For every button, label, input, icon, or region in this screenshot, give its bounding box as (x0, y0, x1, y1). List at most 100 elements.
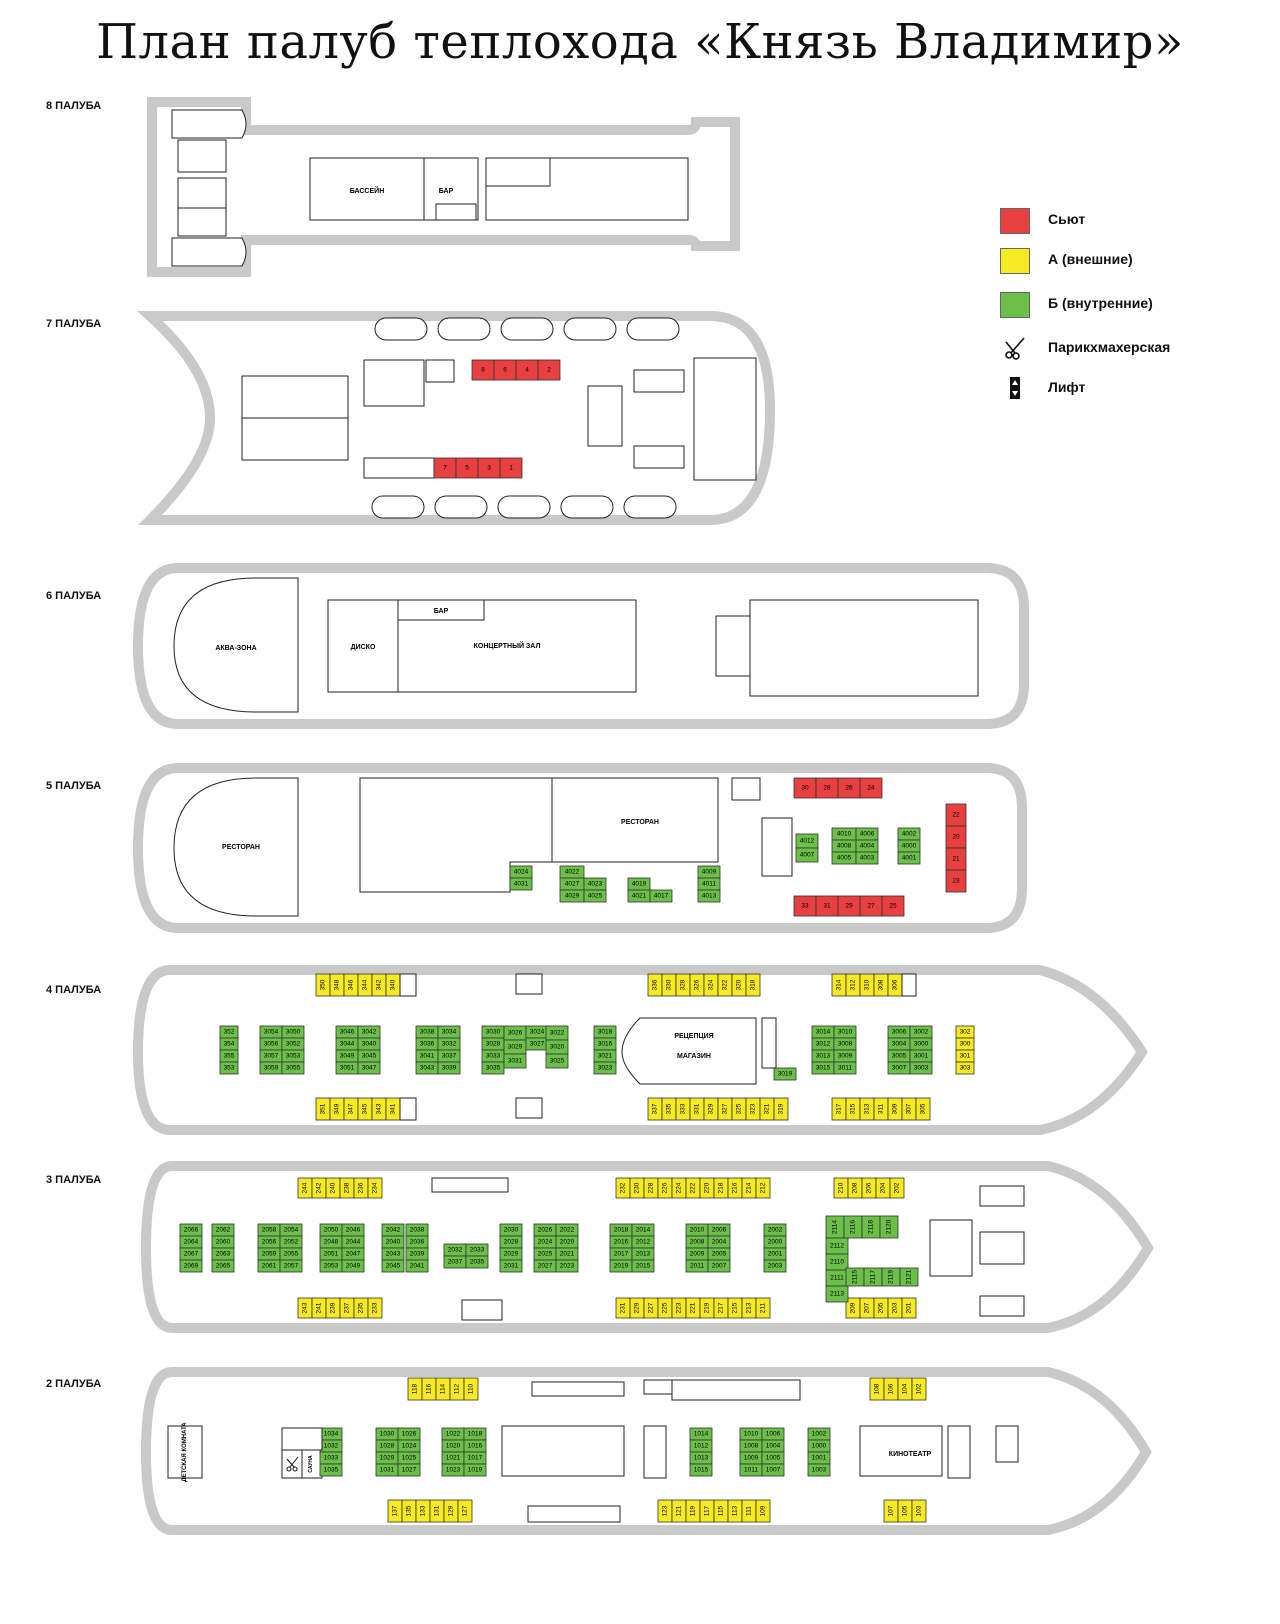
cabin-number: 114 (440, 1383, 447, 1394)
cabin[interactable] (859, 777, 883, 799)
cabin[interactable] (889, 1177, 905, 1199)
cabin[interactable] (901, 1297, 917, 1319)
deck-room (671, 1379, 801, 1401)
cabin[interactable] (593, 1061, 617, 1075)
cabin[interactable] (397, 1463, 421, 1477)
cabin[interactable] (405, 1259, 429, 1273)
cabin-number: 2114 (832, 1220, 839, 1234)
cabin-number: 3021 (598, 1053, 613, 1060)
cabin-number: 237 (344, 1302, 351, 1313)
deck-6-label: 6 ПАЛУБА (46, 590, 102, 602)
cabin[interactable] (367, 1177, 383, 1199)
cabin[interactable] (773, 1067, 797, 1081)
cabin-number: 3053 (286, 1053, 301, 1060)
cabin-number: 107 (888, 1505, 895, 1516)
cabin-number: 326 (694, 979, 701, 990)
cabin[interactable] (879, 1215, 899, 1239)
cabin[interactable] (631, 1259, 655, 1273)
cabin-number: 315 (850, 1103, 857, 1114)
cabin-number: 2115 (852, 1270, 859, 1284)
cabin[interactable] (219, 1061, 239, 1075)
cabin[interactable] (855, 851, 879, 865)
deck-room (399, 973, 417, 997)
cabin[interactable] (179, 1259, 203, 1273)
cabin[interactable] (915, 1097, 931, 1121)
cabin-number: 3014 (816, 1029, 831, 1036)
cabin[interactable] (537, 359, 561, 381)
cabin-number: 3004 (892, 1041, 907, 1048)
cabin[interactable] (649, 889, 673, 903)
cabin[interactable] (761, 1463, 785, 1477)
cabin[interactable] (833, 1061, 857, 1075)
cabin-number: 1017 (468, 1455, 483, 1462)
cabin[interactable] (457, 1499, 473, 1523)
cabin[interactable] (463, 1463, 487, 1477)
cabin[interactable] (755, 1177, 771, 1199)
cabin-number: 24 (867, 785, 875, 792)
cabin[interactable] (281, 1061, 305, 1075)
cabin[interactable] (357, 1061, 381, 1075)
cabin[interactable] (499, 1259, 523, 1273)
cabin[interactable] (689, 1463, 713, 1477)
cabin[interactable] (909, 1061, 933, 1075)
legend: Сьют А (внешние) Б (внутренние) Парикхма… (1000, 208, 1260, 416)
cabin-number: 216 (732, 1182, 739, 1193)
legend-item-suite: Сьют (1000, 208, 1260, 248)
cabin[interactable] (367, 1297, 383, 1319)
deck-8-plan: БАССЕЙН БАР (147, 97, 740, 277)
cabin[interactable] (899, 1267, 919, 1287)
cabin-number: 102 (916, 1383, 923, 1394)
cabin-number: 217 (718, 1302, 725, 1313)
cabin[interactable] (545, 1053, 569, 1069)
cabin-number: 106 (888, 1383, 895, 1394)
cabin-number: 2031 (504, 1263, 519, 1270)
cabin[interactable] (825, 1285, 849, 1303)
cabin-number: 3042 (362, 1029, 377, 1036)
cabin-number: 20 (952, 834, 960, 841)
cabin[interactable] (341, 1259, 365, 1273)
cabin[interactable] (583, 889, 607, 903)
cabin[interactable] (755, 1499, 771, 1523)
cabin-number: 3043 (420, 1065, 435, 1072)
cabin[interactable] (807, 1463, 831, 1477)
cabin-number: 2022 (560, 1227, 575, 1234)
cabin[interactable] (509, 877, 533, 891)
cabin[interactable] (437, 1061, 461, 1075)
cabin-number: 219 (704, 1302, 711, 1313)
cabin[interactable] (955, 1061, 975, 1075)
cabin-number: 208 (852, 1182, 859, 1193)
cabin[interactable] (279, 1259, 303, 1273)
cabin-number: 308 (878, 979, 885, 990)
cabin[interactable] (773, 1097, 789, 1121)
cabin-number: 3005 (892, 1053, 907, 1060)
cabin[interactable] (381, 1259, 405, 1273)
pool-room (309, 157, 425, 221)
cabin[interactable] (897, 851, 921, 865)
cabin[interactable] (697, 889, 721, 903)
cabin[interactable] (211, 1259, 235, 1273)
cabin-number: 312 (850, 979, 857, 990)
cabin[interactable] (319, 1463, 343, 1477)
cabin-number: 3056 (264, 1041, 279, 1048)
cabin[interactable] (945, 869, 967, 893)
cabin-number: 4000 (902, 843, 917, 850)
cabin-number: 2120 (886, 1219, 893, 1234)
cabin[interactable] (881, 895, 905, 917)
cabin[interactable] (755, 1297, 771, 1319)
cabin[interactable] (763, 1259, 787, 1273)
cabin[interactable] (555, 1259, 579, 1273)
cabin-number: 4004 (860, 843, 875, 850)
cabin-number: 322 (722, 979, 729, 990)
cabin[interactable] (911, 1499, 927, 1523)
cabin[interactable] (463, 1377, 479, 1401)
cabin[interactable] (499, 457, 523, 479)
cabin[interactable] (465, 1255, 489, 1269)
cabin-number: 226 (662, 1182, 669, 1193)
cabin[interactable] (503, 1053, 527, 1069)
bar-room (397, 599, 485, 621)
cabin[interactable] (745, 973, 761, 997)
cabin[interactable] (707, 1259, 731, 1273)
cabin-number: 336 (652, 979, 659, 990)
cabin[interactable] (795, 847, 819, 863)
cabin[interactable] (911, 1377, 927, 1401)
